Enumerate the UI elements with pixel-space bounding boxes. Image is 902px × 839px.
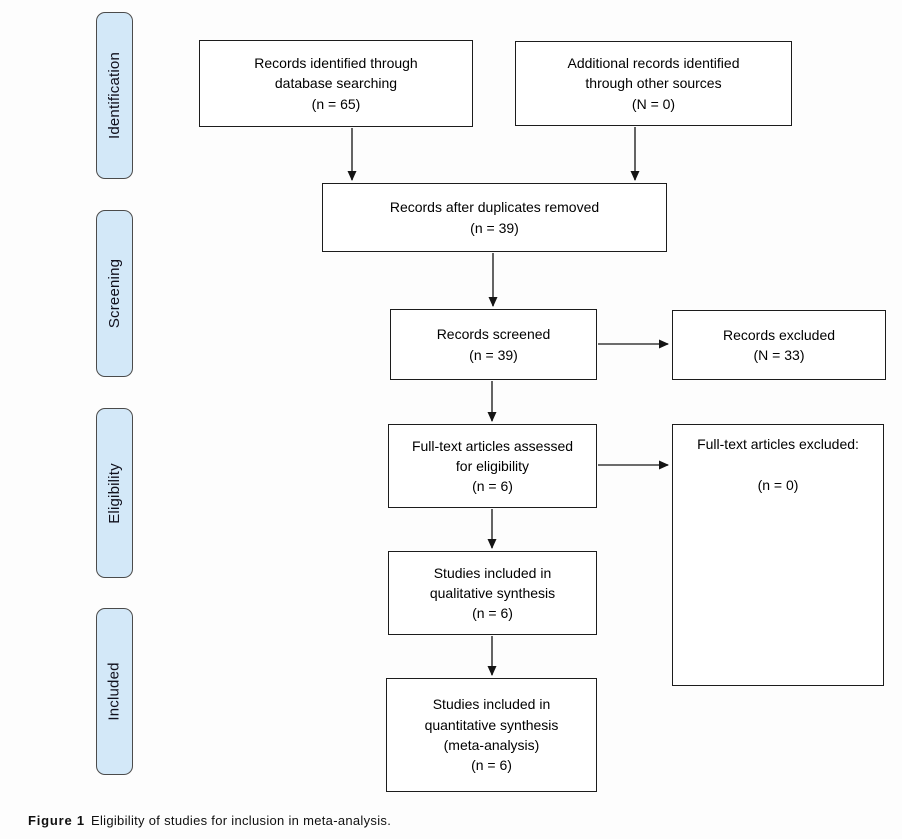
figure-caption-label: Figure 1: [28, 813, 85, 828]
stage-label-eligibility: Eligibility: [96, 408, 133, 578]
box-additional-records: Additional records identified through ot…: [515, 41, 792, 126]
box-fulltext-assessed: Full-text articles assessed for eligibil…: [388, 424, 597, 508]
figure-caption-text: Eligibility of studies for inclusion in …: [90, 813, 392, 828]
stage-label-identification-text: Identification: [106, 51, 123, 140]
box-fulltext-excluded: Full-text articles excluded: (n = 0): [672, 424, 884, 686]
stage-label-screening: Screening: [96, 210, 133, 377]
box-records-identified: Records identified through database sear…: [199, 40, 473, 127]
stage-label-eligibility-text: Eligibility: [106, 462, 123, 524]
box-quantitative-synthesis: Studies included in quantitative synthes…: [386, 678, 597, 792]
stage-label-screening-text: Screening: [106, 258, 124, 329]
stage-label-included: Included: [96, 608, 133, 775]
box-records-excluded: Records excluded (N = 33): [672, 310, 886, 380]
box-records-screened: Records screened (n = 39): [390, 309, 597, 380]
figure-caption: Figure 1 Eligibility of studies for inclu…: [28, 813, 391, 828]
stage-label-included-text: Included: [106, 662, 123, 721]
stage-label-identification: Identification: [96, 12, 133, 179]
box-records-after-duplicates-removed: Records after duplicates removed (n = 39…: [322, 183, 667, 252]
box-qualitative-synthesis: Studies included in qualitative synthesi…: [388, 551, 597, 635]
